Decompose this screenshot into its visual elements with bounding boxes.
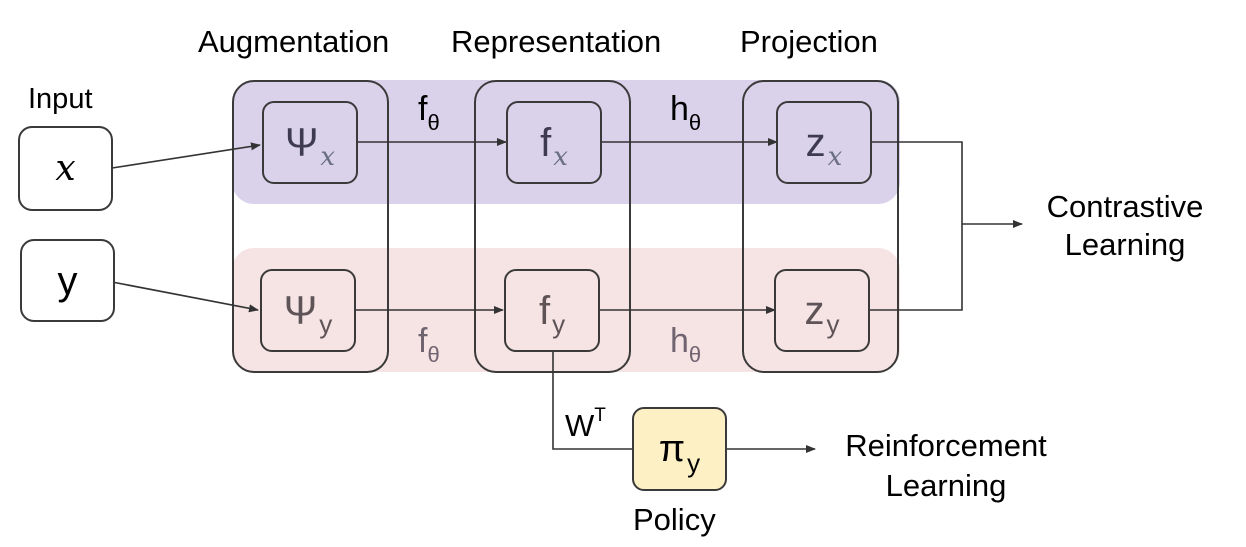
bottom-h-theta-label: hθ [670, 322, 702, 367]
projection-header: Projection [740, 24, 878, 59]
weight-transpose-label: WT [565, 404, 606, 443]
input-x-edge [111, 142, 261, 169]
input-y-node: y [20, 239, 115, 322]
representation-header: Representation [451, 24, 662, 59]
top-f-theta-label: fθ [418, 90, 440, 135]
input-x-node: x [18, 126, 113, 211]
projection-group [742, 80, 899, 373]
augmentation-group [232, 80, 389, 373]
contrastive-merge-line [870, 141, 963, 311]
bottom-f-theta-label: fθ [418, 322, 440, 367]
reinforcement-learning-label: Reinforcement Learning [845, 428, 1047, 503]
input-y-edge [111, 281, 259, 313]
contrastive-learning-label: Contrastive Learning [1046, 189, 1204, 262]
augmentation-header: Augmentation [198, 24, 390, 59]
policy-label: Policy [633, 502, 716, 537]
input-header: Input [28, 83, 93, 115]
weight-edge [552, 352, 633, 450]
top-h-theta-label: hθ [670, 90, 702, 135]
